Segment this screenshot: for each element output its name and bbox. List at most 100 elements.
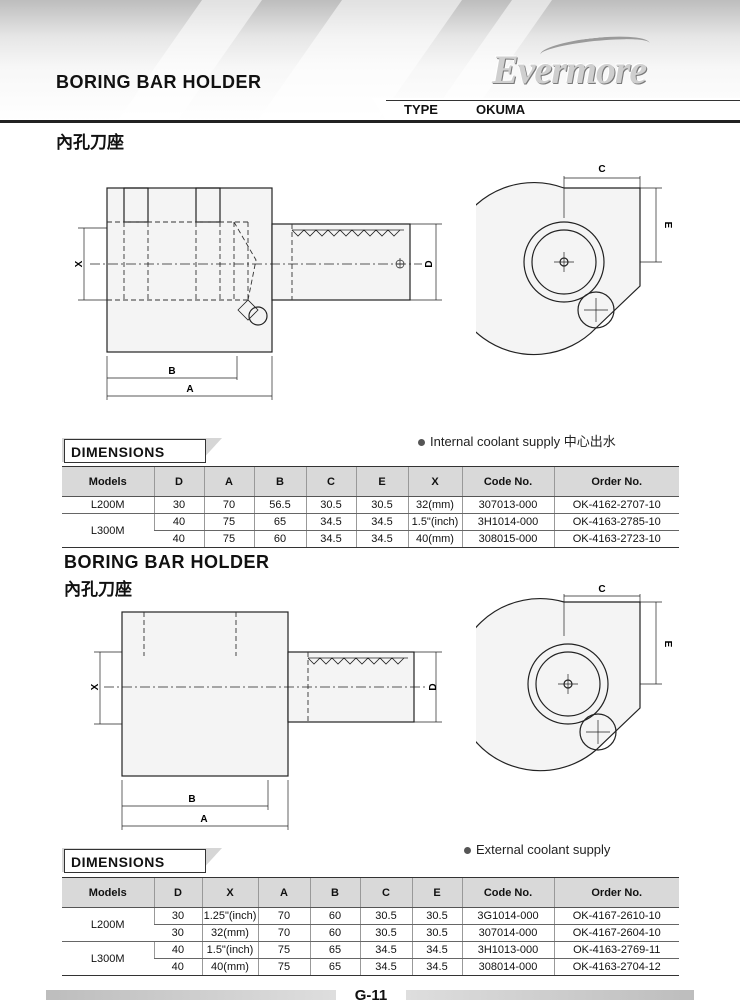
table-cell: 70 [203, 496, 254, 514]
section1-label-c: C [598, 164, 605, 175]
table-cell: 30.5 [411, 924, 462, 942]
table-cell: 70 [257, 907, 310, 925]
table-cell: 308015-000 [461, 530, 554, 548]
page-title: BORING BAR HOLDER [56, 72, 262, 92]
brand-logo: Evermore [492, 47, 647, 92]
table-cell: 70 [257, 924, 310, 942]
table-cell: 34.5 [411, 958, 462, 976]
table-cell: 34.5 [411, 941, 462, 959]
table-cell: L200M [62, 496, 154, 514]
table-header-row: Models D X A B C E Code No. Order No. [62, 877, 679, 908]
table-row: 40 75 60 34.5 34.5 40(mm) 308015-000 OK-… [62, 530, 679, 548]
col-header: Order No. [553, 466, 679, 497]
section2-label-x: X [90, 683, 101, 690]
section2-end-view-drawing: C E [476, 584, 673, 772]
table-header-row: Models D A B C E X Code No. Order No. [62, 466, 679, 497]
table-cell: 1.5"(inch) [201, 941, 258, 959]
page-number: G-11 [336, 984, 406, 1008]
table-cell: 34.5 [355, 530, 408, 548]
table-cell: 40 [154, 958, 202, 976]
table-cell: 1.25"(inch) [201, 907, 258, 925]
col-header: B [253, 466, 306, 497]
table-cell: 30.5 [355, 496, 408, 514]
table-cell: 34.5 [359, 941, 412, 959]
table-cell: 60 [309, 907, 360, 925]
table-cell: 65 [253, 513, 306, 531]
table-cell: 60 [253, 530, 306, 548]
table-cell: 3H1013-000 [461, 941, 554, 959]
table-row: L200M 30 70 56.5 30.5 30.5 32(mm) 307013… [62, 496, 679, 514]
table-cell: 34.5 [359, 958, 412, 976]
table-cell: L300M [62, 513, 154, 548]
table-cell: 3H1014-000 [461, 513, 554, 531]
section2-coolant-note: External coolant supply [464, 842, 610, 857]
table-cell: 65 [309, 941, 360, 959]
table-cell: L300M [62, 941, 154, 976]
table-row: L200M 30 1.25"(inch) 70 60 30.5 30.5 3G1… [62, 907, 679, 942]
section2-cn-title: 內孔刀座 [64, 580, 132, 600]
col-header: Models [62, 466, 154, 497]
table-cell: 32(mm) [407, 496, 462, 514]
section1-side-view-drawing: X D B A [74, 187, 442, 400]
section2-label-e: E [662, 641, 673, 648]
section1-label-b: B [168, 366, 175, 377]
table-cell: 30.5 [359, 907, 412, 925]
col-header: C [305, 466, 356, 497]
section2-dimensions-table: Models D X A B C E Code No. Order No. L2… [62, 877, 679, 976]
table-row: 30 32(mm) 70 60 30.5 30.5 307014-000 OK-… [62, 924, 679, 942]
col-header: B [309, 877, 360, 908]
table-cell: 40 [154, 530, 204, 548]
type-label: TYPE [404, 102, 438, 117]
section2-label-a: A [200, 814, 207, 825]
col-header: E [355, 466, 408, 497]
section2-dimensions-tab: DIMENSIONS [64, 849, 206, 873]
section1-label-a: A [186, 384, 193, 395]
table-cell: 65 [309, 958, 360, 976]
table-cell: OK-4163-2723-10 [553, 530, 679, 548]
header-rule [0, 120, 740, 123]
table-cell: OK-4167-2604-10 [553, 924, 679, 942]
bullet-icon [464, 847, 471, 855]
table-cell: 32(mm) [201, 924, 258, 942]
section2-label-c: C [598, 584, 605, 595]
table-cell: 75 [257, 958, 310, 976]
section2-title: BORING BAR HOLDER [64, 552, 270, 572]
table-cell: 56.5 [253, 496, 306, 514]
table-cell: 40 [153, 513, 204, 531]
col-header: E [411, 877, 462, 908]
col-header: Models [62, 877, 154, 908]
table-row: 40 40(mm) 75 65 34.5 34.5 308014-000 OK-… [62, 958, 679, 976]
table-cell: 75 [257, 941, 310, 959]
table-cell: 40 [153, 941, 202, 959]
col-header: C [359, 877, 412, 908]
table-cell: 30 [153, 496, 204, 514]
type-bar-rule [386, 100, 740, 101]
table-cell: 1.5"(inch) [407, 513, 462, 531]
col-header: D [153, 877, 202, 908]
table-cell: L200M [62, 907, 154, 942]
table-cell: 34.5 [305, 530, 356, 548]
section1-end-view-drawing: C E [476, 164, 673, 356]
table-cell: OK-4162-2707-10 [553, 496, 679, 514]
table-cell: 3G1014-000 [461, 907, 554, 925]
table-cell: 40(mm) [201, 958, 258, 976]
section2-label-d: D [428, 683, 439, 690]
table-cell: 75 [203, 513, 254, 531]
table-cell: 307013-000 [461, 496, 554, 514]
table-cell: 30 [153, 907, 202, 925]
col-header: A [203, 466, 254, 497]
section1-dimensions-tab: DIMENSIONS [64, 439, 206, 463]
table-cell: 60 [309, 924, 360, 942]
table-cell: 34.5 [305, 513, 356, 531]
table-cell: 40(mm) [407, 530, 462, 548]
col-header: Code No. [461, 877, 554, 908]
col-header: Order No. [553, 877, 679, 908]
type-bar [372, 98, 740, 120]
col-header: Code No. [461, 466, 554, 497]
section1-cn-title: 內孔刀座 [56, 133, 124, 153]
col-header: D [153, 466, 204, 497]
table-cell: OK-4163-2785-10 [553, 513, 679, 531]
bullet-icon [418, 439, 425, 447]
section1-label-d: D [424, 260, 435, 267]
table-cell: 75 [203, 530, 254, 548]
